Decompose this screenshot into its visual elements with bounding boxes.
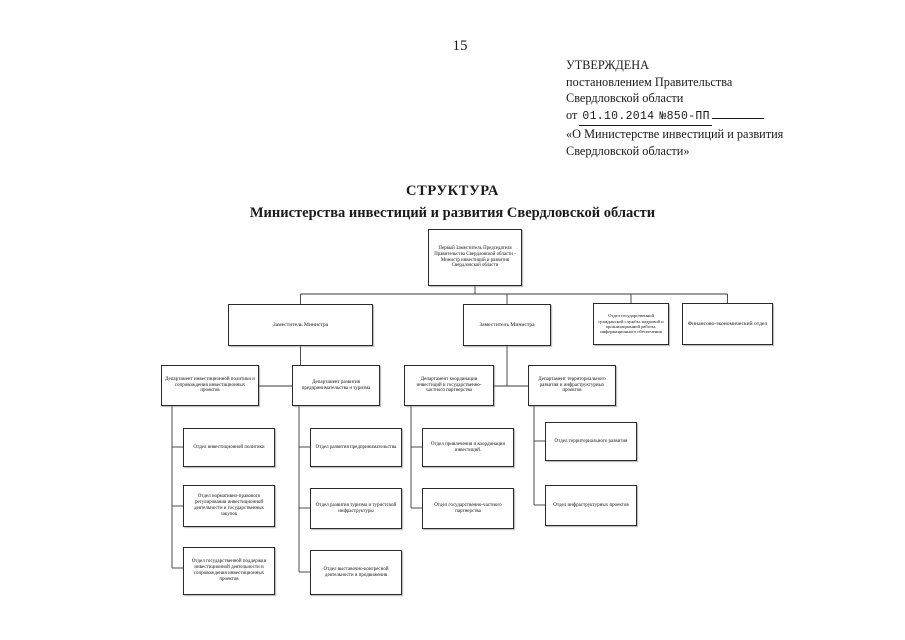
org-node-otdel-legal-regulation[interactable]: Отдел нормативно-правового регулирования…	[183, 485, 275, 527]
org-node-department-investment-policy[interactable]: Департамент инвестиционной политики и со…	[161, 365, 259, 406]
decree-blank-rule	[711, 117, 764, 119]
org-node-otdel-public-private-partnership[interactable]: Отдел государственно-частного партнерств…	[422, 488, 514, 529]
org-node-deputy-minister-1[interactable]: Заместитель Министра	[228, 304, 373, 346]
org-node-label: Департамент координации инвестиций и гос…	[416, 376, 482, 394]
org-node-label: Департамент развития предпринимательства…	[301, 379, 371, 391]
org-node-department-territorial-development[interactable]: Департамент территориального развития и …	[528, 365, 616, 406]
org-node-label: Заместитель Министра	[479, 321, 535, 328]
org-node-department-entrepreneurship-tourism[interactable]: Департамент развития предпринимательства…	[292, 365, 380, 406]
approval-decree-line: от 01.10.2014 №850-ПП	[566, 107, 866, 126]
approval-line-1: УТВЕРЖДЕНА	[566, 58, 650, 72]
org-node-label: Заместитель Министра	[272, 321, 329, 328]
approval-line-6: Свердловской области»	[566, 143, 690, 158]
org-node-label: Первый Заместитель Председателя Правител…	[434, 245, 516, 269]
approval-line-2: постановлением Правительства	[566, 74, 733, 89]
org-node-label: Департамент территориального развития и …	[538, 376, 606, 394]
org-node-label: Отдел привлечения и координации инвестиц…	[430, 441, 506, 453]
org-node-label: Отдел выставочно-конгресной деятельности…	[323, 566, 389, 578]
org-node-label: Отдел развития предпринимательства	[315, 444, 397, 450]
org-node-deputy-minister-2[interactable]: Заместитель Министра	[463, 304, 551, 346]
org-node-label: Отдел государственной поддержки инвестиц…	[191, 559, 267, 582]
org-node-otdel-investment-attraction[interactable]: Отдел привлечения и координации инвестиц…	[422, 428, 514, 467]
decree-date: 01.10.2014	[579, 109, 657, 126]
org-node-label: Отдел развития туризма и туристской инфр…	[315, 502, 397, 514]
org-node-otdel-state-support[interactable]: Отдел государственной поддержки инвестиц…	[183, 547, 275, 595]
approval-line-3: Свердловской области	[566, 91, 684, 105]
org-node-otdel-investment-policy[interactable]: Отдел инвестиционной политики	[183, 428, 275, 467]
org-node-civil-service-department[interactable]: Отдел государственной гражданской службы…	[593, 303, 669, 345]
org-node-minister[interactable]: Первый Заместитель Председателя Правител…	[428, 229, 522, 286]
org-node-label: Отдел государственной гражданской службы…	[598, 313, 664, 335]
org-node-otdel-exhibition-congress[interactable]: Отдел выставочно-конгресной деятельности…	[310, 550, 402, 595]
org-node-label: Отдел государственно-частного партнерств…	[434, 502, 502, 514]
org-node-label: Финансово-экономический отдел	[687, 320, 768, 327]
org-node-label: Департамент инвестиционной политики и со…	[165, 376, 255, 394]
org-node-label: Отдел нормативно-правового регулирования…	[193, 494, 265, 517]
org-node-finance-economic-department[interactable]: Финансово-экономический отдел	[682, 303, 773, 345]
org-node-label: Отдел инвестиционной политики	[193, 444, 265, 450]
decree-label: от	[566, 107, 578, 122]
approval-line-5: «О Министерстве инвестиций и развития	[566, 127, 784, 141]
org-node-label: Отдел территориального развития	[554, 438, 628, 444]
document-title: СТРУКТУРА Министерства инвестиций и разв…	[0, 183, 905, 222]
org-node-label: Отдел инфраструктурных проектов	[553, 502, 629, 508]
title-line-2: Министерства инвестиций и развития Сверд…	[249, 205, 656, 221]
decree-number: №850-ПП	[656, 109, 712, 126]
page-number: 15	[452, 38, 468, 54]
org-node-otdel-infrastructure-projects[interactable]: Отдел инфраструктурных проектов	[545, 485, 637, 526]
approval-block: УТВЕРЖДЕНА постановлением Правительства …	[566, 57, 866, 159]
title-line-1: СТРУКТУРА	[406, 183, 499, 199]
org-node-department-investment-coordination[interactable]: Департамент координации инвестиций и гос…	[404, 365, 494, 406]
org-node-otdel-territorial-development[interactable]: Отдел территориального развития	[545, 422, 637, 461]
org-node-otdel-entrepreneurship-development[interactable]: Отдел развития предпринимательства	[310, 428, 402, 467]
org-node-otdel-tourism-development[interactable]: Отдел развития туризма и туристской инфр…	[310, 488, 402, 529]
